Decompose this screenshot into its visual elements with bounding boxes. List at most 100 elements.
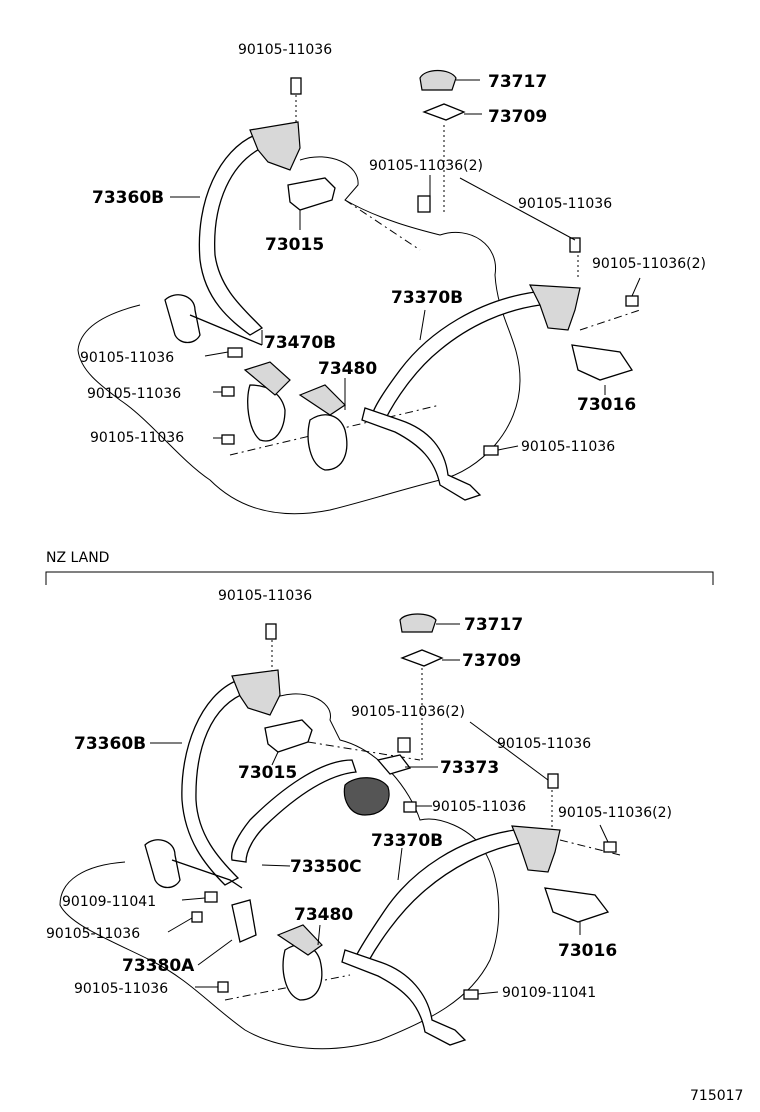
bolt-icon [191,911,203,923]
lap-anchor-left [164,294,201,344]
floor-line-3 [579,309,641,331]
nz-label-bolt-mid: 90105-11036 [432,799,526,815]
nz-buckle-tongue-73480 [276,924,323,956]
label-bolt-right-2: 90105-11036(2) [592,256,706,272]
label-73016: 73016 [577,395,636,415]
nz-label-73709: 73709 [462,651,521,671]
nz-leader-73380a [197,939,233,966]
nz-label-bolt-left-1: 90105-11036 [46,926,140,942]
nz-lap-strap-left [171,859,243,889]
nz-label-bolt-9010911041-left: 90109-11041 [62,894,156,910]
nz-label-73015: 73015 [238,763,297,783]
plate-73015 [287,177,336,211]
belt-73370b [371,291,541,421]
nz-label-73360b: 73360B [74,734,146,754]
label-bolt-left-2: 90105-11036 [87,386,181,402]
nz-label-bolt-right: 90105-11036 [497,736,591,752]
nz-bracket-73016 [544,887,610,923]
bolt-icon [483,445,499,456]
nz-label-73016: 73016 [558,941,617,961]
label-bolt-center-2: 90105-11036(2) [369,158,483,174]
nz-label-bolt-9010911041-right: 90109-11041 [502,985,596,1001]
nz-floor-line-3 [559,839,621,856]
nz-label-73370b: 73370B [371,831,443,851]
bolt-icon [603,841,617,853]
retractor-right [528,284,581,331]
floor-line-2 [344,199,421,251]
nz-plate-73373 [376,754,412,775]
nz-plate-73015 [264,719,313,753]
nz-label-bolt-right-2: 90105-11036(2) [558,805,672,821]
label-73480: 73480 [318,359,377,379]
label-73370b: 73370B [391,288,463,308]
retractor-top-left [249,121,301,171]
bolt-icon [265,623,277,640]
label-73709: 73709 [488,107,547,127]
label-73470b: 73470B [264,333,336,353]
nz-retractor-73373 [343,777,390,816]
leader-bolt-bottom-right [497,445,519,451]
nz-label-73380a: 73380A [122,956,195,976]
nz-label-bolt-top: 90105-11036 [218,588,312,604]
bracket-73016 [571,344,634,381]
nz-lap-anchor-left [144,839,181,889]
nz-belt-73360b [181,679,250,886]
leader-bolt-left1 [204,351,229,357]
lap-strap-right [361,407,482,501]
section-title-nz-land: NZ LAND [46,550,109,566]
label-bolt-right: 90105-11036 [518,196,612,212]
bolt-icon [625,295,639,307]
label-73015: 73015 [265,235,324,255]
leader-73370b [419,309,426,341]
nz-leader-73350c [261,864,291,867]
nz-label-bolt-center-2: 90105-11036(2) [351,704,465,720]
cover-73717 [419,69,457,91]
nz-belt-73350c [231,759,357,863]
nz-floor-line-1 [224,974,351,1001]
nz-label-73373: 73373 [440,758,499,778]
nz-leader-bolt-left1 [167,917,193,933]
bolt-icon [417,195,431,213]
bolt-icon [290,77,302,95]
nz-leader-bolt-9010911041-right [477,991,499,995]
leader-bolt-right [459,177,576,241]
label-73360b: 73360B [92,188,164,208]
section-bracket [45,571,714,585]
leader-bolt-right2 [631,277,641,297]
nz-leader-73370b [397,847,403,881]
nz-retractor-top-left [231,669,281,716]
lap-strap-left [189,314,263,346]
bolt-icon [217,981,229,993]
nz-leader-bolt-9010911041-left [181,897,206,901]
label-bolt-top: 90105-11036 [238,42,332,58]
nz-buckle-73480 [282,944,323,1001]
label-73717: 73717 [488,72,547,92]
nz-retractor-right [511,825,561,873]
bolt-icon [397,737,411,753]
bolt-icon [204,891,218,903]
nz-leader-73480 [317,924,321,946]
bolt-icon [221,434,235,445]
nz-assembly: 90105-11036 73717 73709 90105-11036(2) 7… [46,588,672,1050]
bolt-icon [227,347,243,358]
bracket-73709 [422,103,466,121]
buckle-73470b [247,384,286,442]
nz-label-73350c: 73350C [290,857,362,877]
label-bolt-left-3: 90105-11036 [90,430,184,446]
nz-label-73717: 73717 [464,615,523,635]
nz-lap-strap-right [341,949,467,1046]
label-bolt-left-1: 90105-11036 [80,350,174,366]
nz-buckle-73380a [231,899,257,943]
buckle-tongue-73470b [243,361,291,396]
buckle-73480 [307,414,348,471]
buckle-tongue-73480 [298,384,346,416]
bolt-icon [221,386,235,397]
bolt-icon [569,237,581,253]
bolt-icon [463,989,479,1000]
nz-cover-73717 [399,613,437,633]
belt-73360b [198,134,270,336]
nz-leader-bolt-right [469,721,549,781]
nz-leader-73015 [271,751,279,766]
figure-number: 715017 [690,1088,743,1104]
